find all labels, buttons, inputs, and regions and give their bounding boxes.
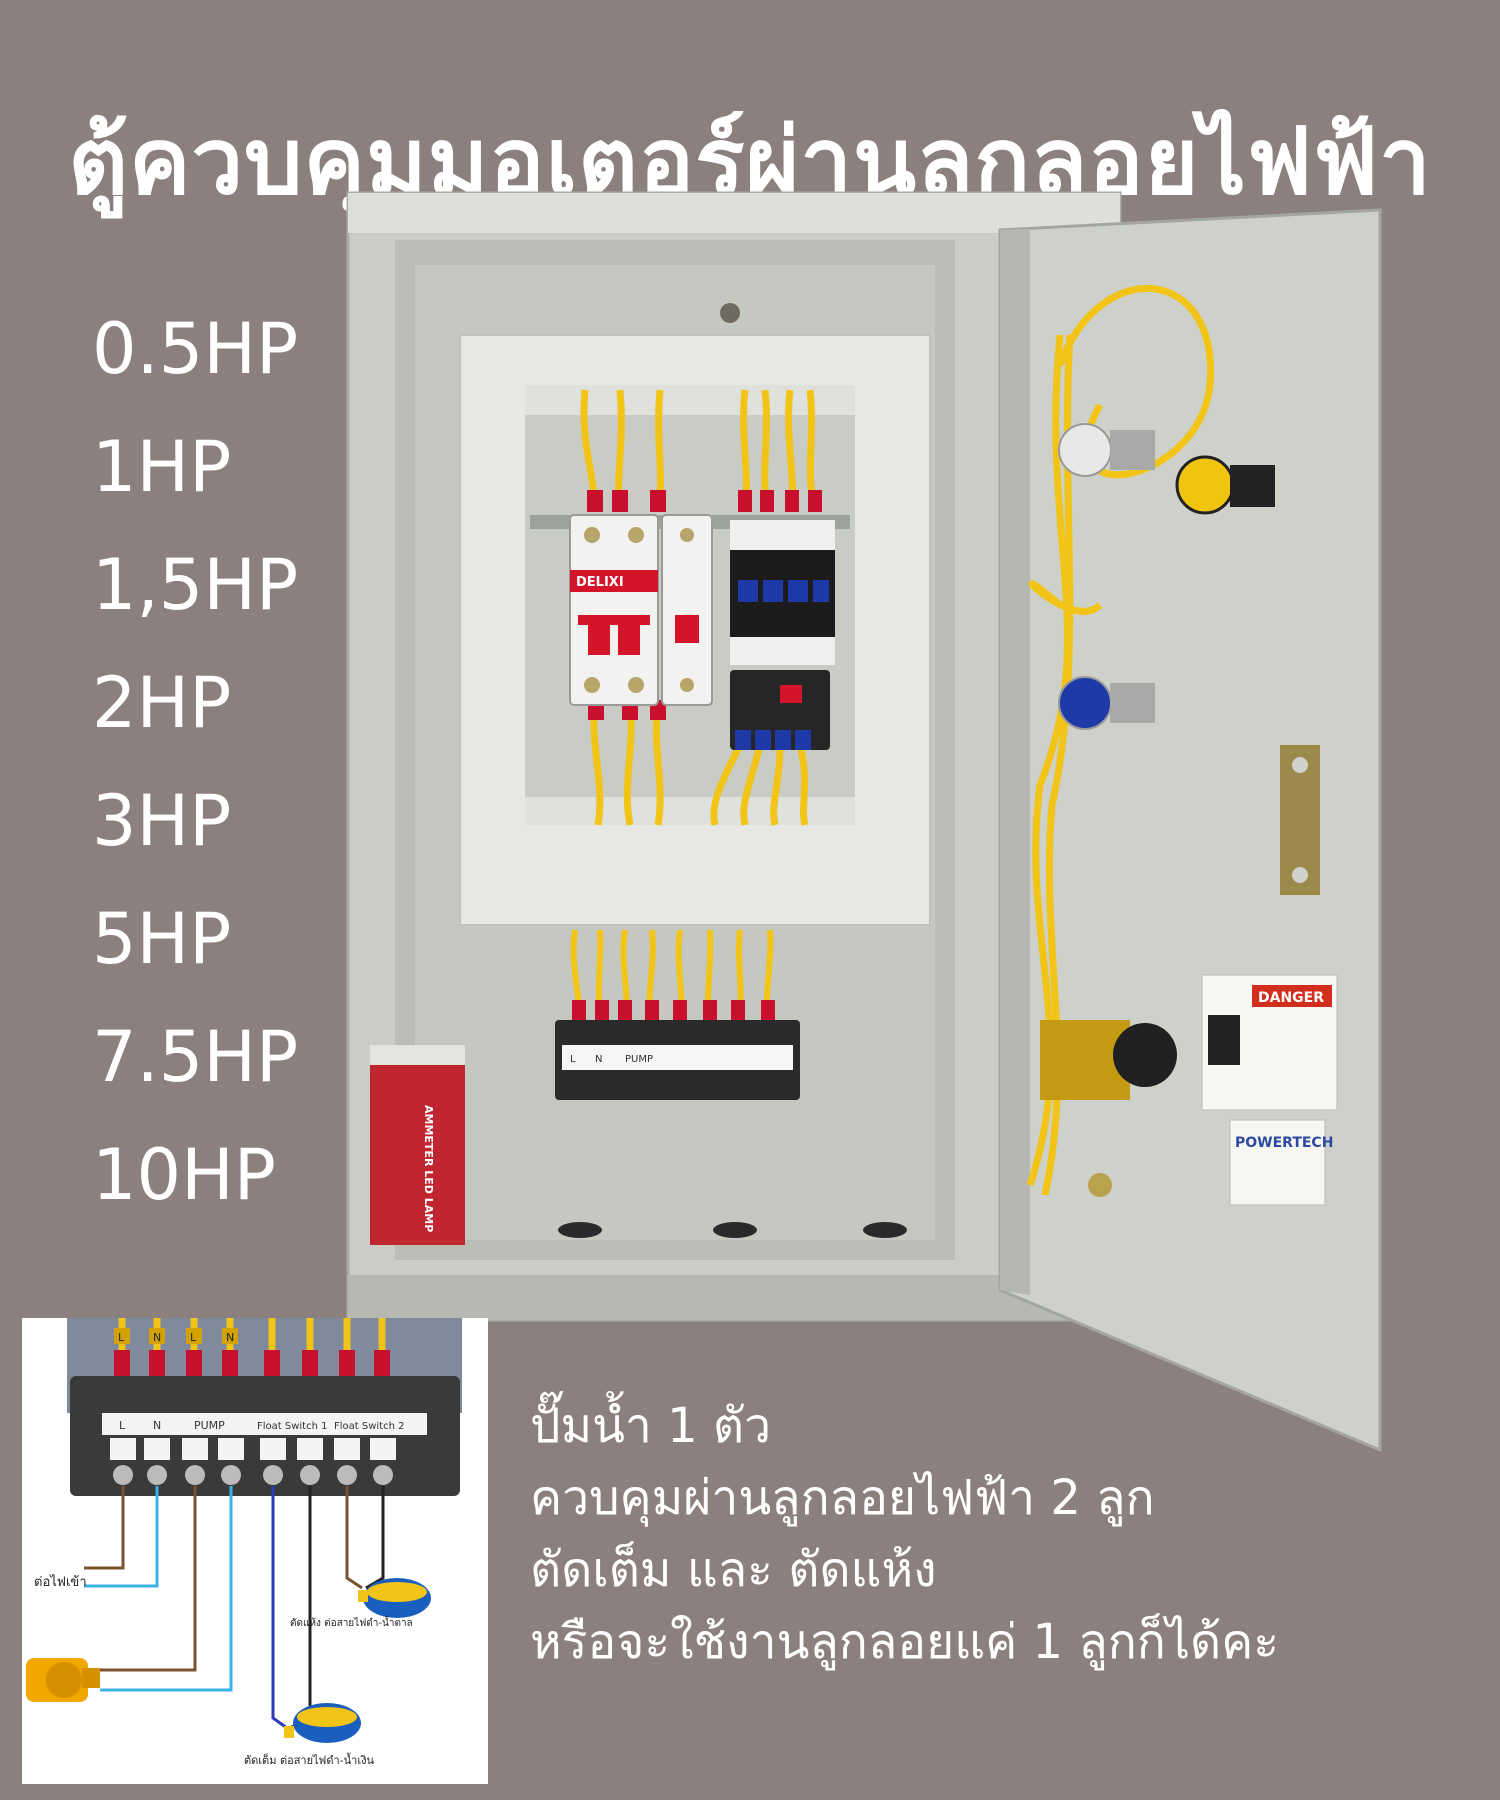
pilot-lamp-yellow: [1175, 455, 1275, 515]
selector-switch: [1040, 1020, 1177, 1100]
terminal-label-pump: PUMP: [625, 1054, 653, 1065]
hp-options-list: 0.5HP 1HP 1,5HP 2HP 3HP 5HP 7.5HP 10HP: [92, 290, 298, 1234]
terminal-block: L N PUMP: [555, 929, 800, 1100]
surge-protector: [661, 514, 713, 706]
caption-line: ควบคุมผ่านลูกลอยไฟฟ้า 2 ลูก: [530, 1470, 1155, 1526]
ammeter-box-label: AMMETER LED LAMP: [422, 1105, 435, 1232]
wire-tag-n: N: [226, 1331, 234, 1344]
ammeter-box: AMMETER LED LAMP: [370, 1045, 465, 1245]
wiring-diagram: L N L N L N PUMP Float Switch 1 Float Sw…: [22, 1318, 488, 1784]
danger-label: DANGER: [1258, 990, 1324, 1006]
pilot-lamp-white: [1058, 423, 1155, 477]
terminal-label-pump: PUMP: [194, 1419, 225, 1432]
circuit-breaker: DELIXI: [569, 514, 659, 706]
hp-option: 0.5HP: [92, 308, 299, 390]
float-dry-label: ตัดแห้ง ต่อสายไฟดำ-น้ำตาล: [290, 1615, 413, 1629]
terminal-label-float-2: Float Switch 2: [334, 1421, 404, 1432]
brand-label: POWERTECH: [1235, 1135, 1333, 1151]
pilot-lamp-blue: [1058, 676, 1155, 730]
hp-option: 5HP: [92, 898, 232, 980]
hp-option: 7.5HP: [92, 1016, 299, 1098]
contactor: [730, 520, 835, 665]
caption-line: หรือจะใช้งานลูกลอยแค่ 1 ลูกก็ได้คะ: [530, 1614, 1280, 1670]
brand-sticker: POWERTECH: [1229, 1119, 1333, 1206]
caption-list: ปั๊มน้ำ 1 ตัว ควบคุมผ่านลูกลอยไฟฟ้า 2 ลู…: [530, 1390, 1279, 1678]
hp-option: 1HP: [92, 426, 232, 508]
hp-option: 3HP: [92, 780, 232, 862]
danger-sticker: DANGER: [1201, 974, 1338, 1111]
control-cabinet-photo: DELIXI: [346, 191, 1382, 1453]
door-latch: [1280, 745, 1320, 895]
float-switch-dry-icon: [358, 1578, 431, 1618]
cabinet-door: DANGER POWERTECH: [998, 208, 1382, 1453]
float-switch-full-icon: [284, 1703, 361, 1743]
wiring-diagram-inset: L N L N L N PUMP Float Switch 1 Float Sw…: [22, 1318, 488, 1784]
caption-line: ตัดเต็ม และ ตัดแห้ง: [530, 1542, 937, 1598]
caption-line: ปั๊มน้ำ 1 ตัว: [530, 1398, 772, 1454]
power-in-label: ต่อไฟเข้า: [34, 1574, 87, 1590]
terminal-label-l: L: [119, 1419, 126, 1432]
overload-relay: [730, 670, 830, 750]
breaker-brand: DELIXI: [576, 575, 624, 590]
float-full-label: ตัดเต็ม ต่อสายไฟดำ-น้ำเงิน: [244, 1752, 374, 1767]
wire-tag-l: L: [118, 1331, 125, 1344]
terminal-label-float-1: Float Switch 1: [257, 1421, 327, 1432]
hp-option: 2HP: [92, 662, 232, 744]
wire-tag-l: L: [190, 1331, 197, 1344]
terminal-label-n: N: [595, 1054, 602, 1065]
terminal-label-l: L: [570, 1054, 576, 1065]
hp-option: 10HP: [92, 1134, 276, 1216]
pump-icon: [26, 1658, 100, 1702]
terminal-label-n: N: [153, 1419, 161, 1432]
wire-tag-n: N: [153, 1331, 161, 1344]
hp-option: 1,5HP: [92, 544, 299, 626]
